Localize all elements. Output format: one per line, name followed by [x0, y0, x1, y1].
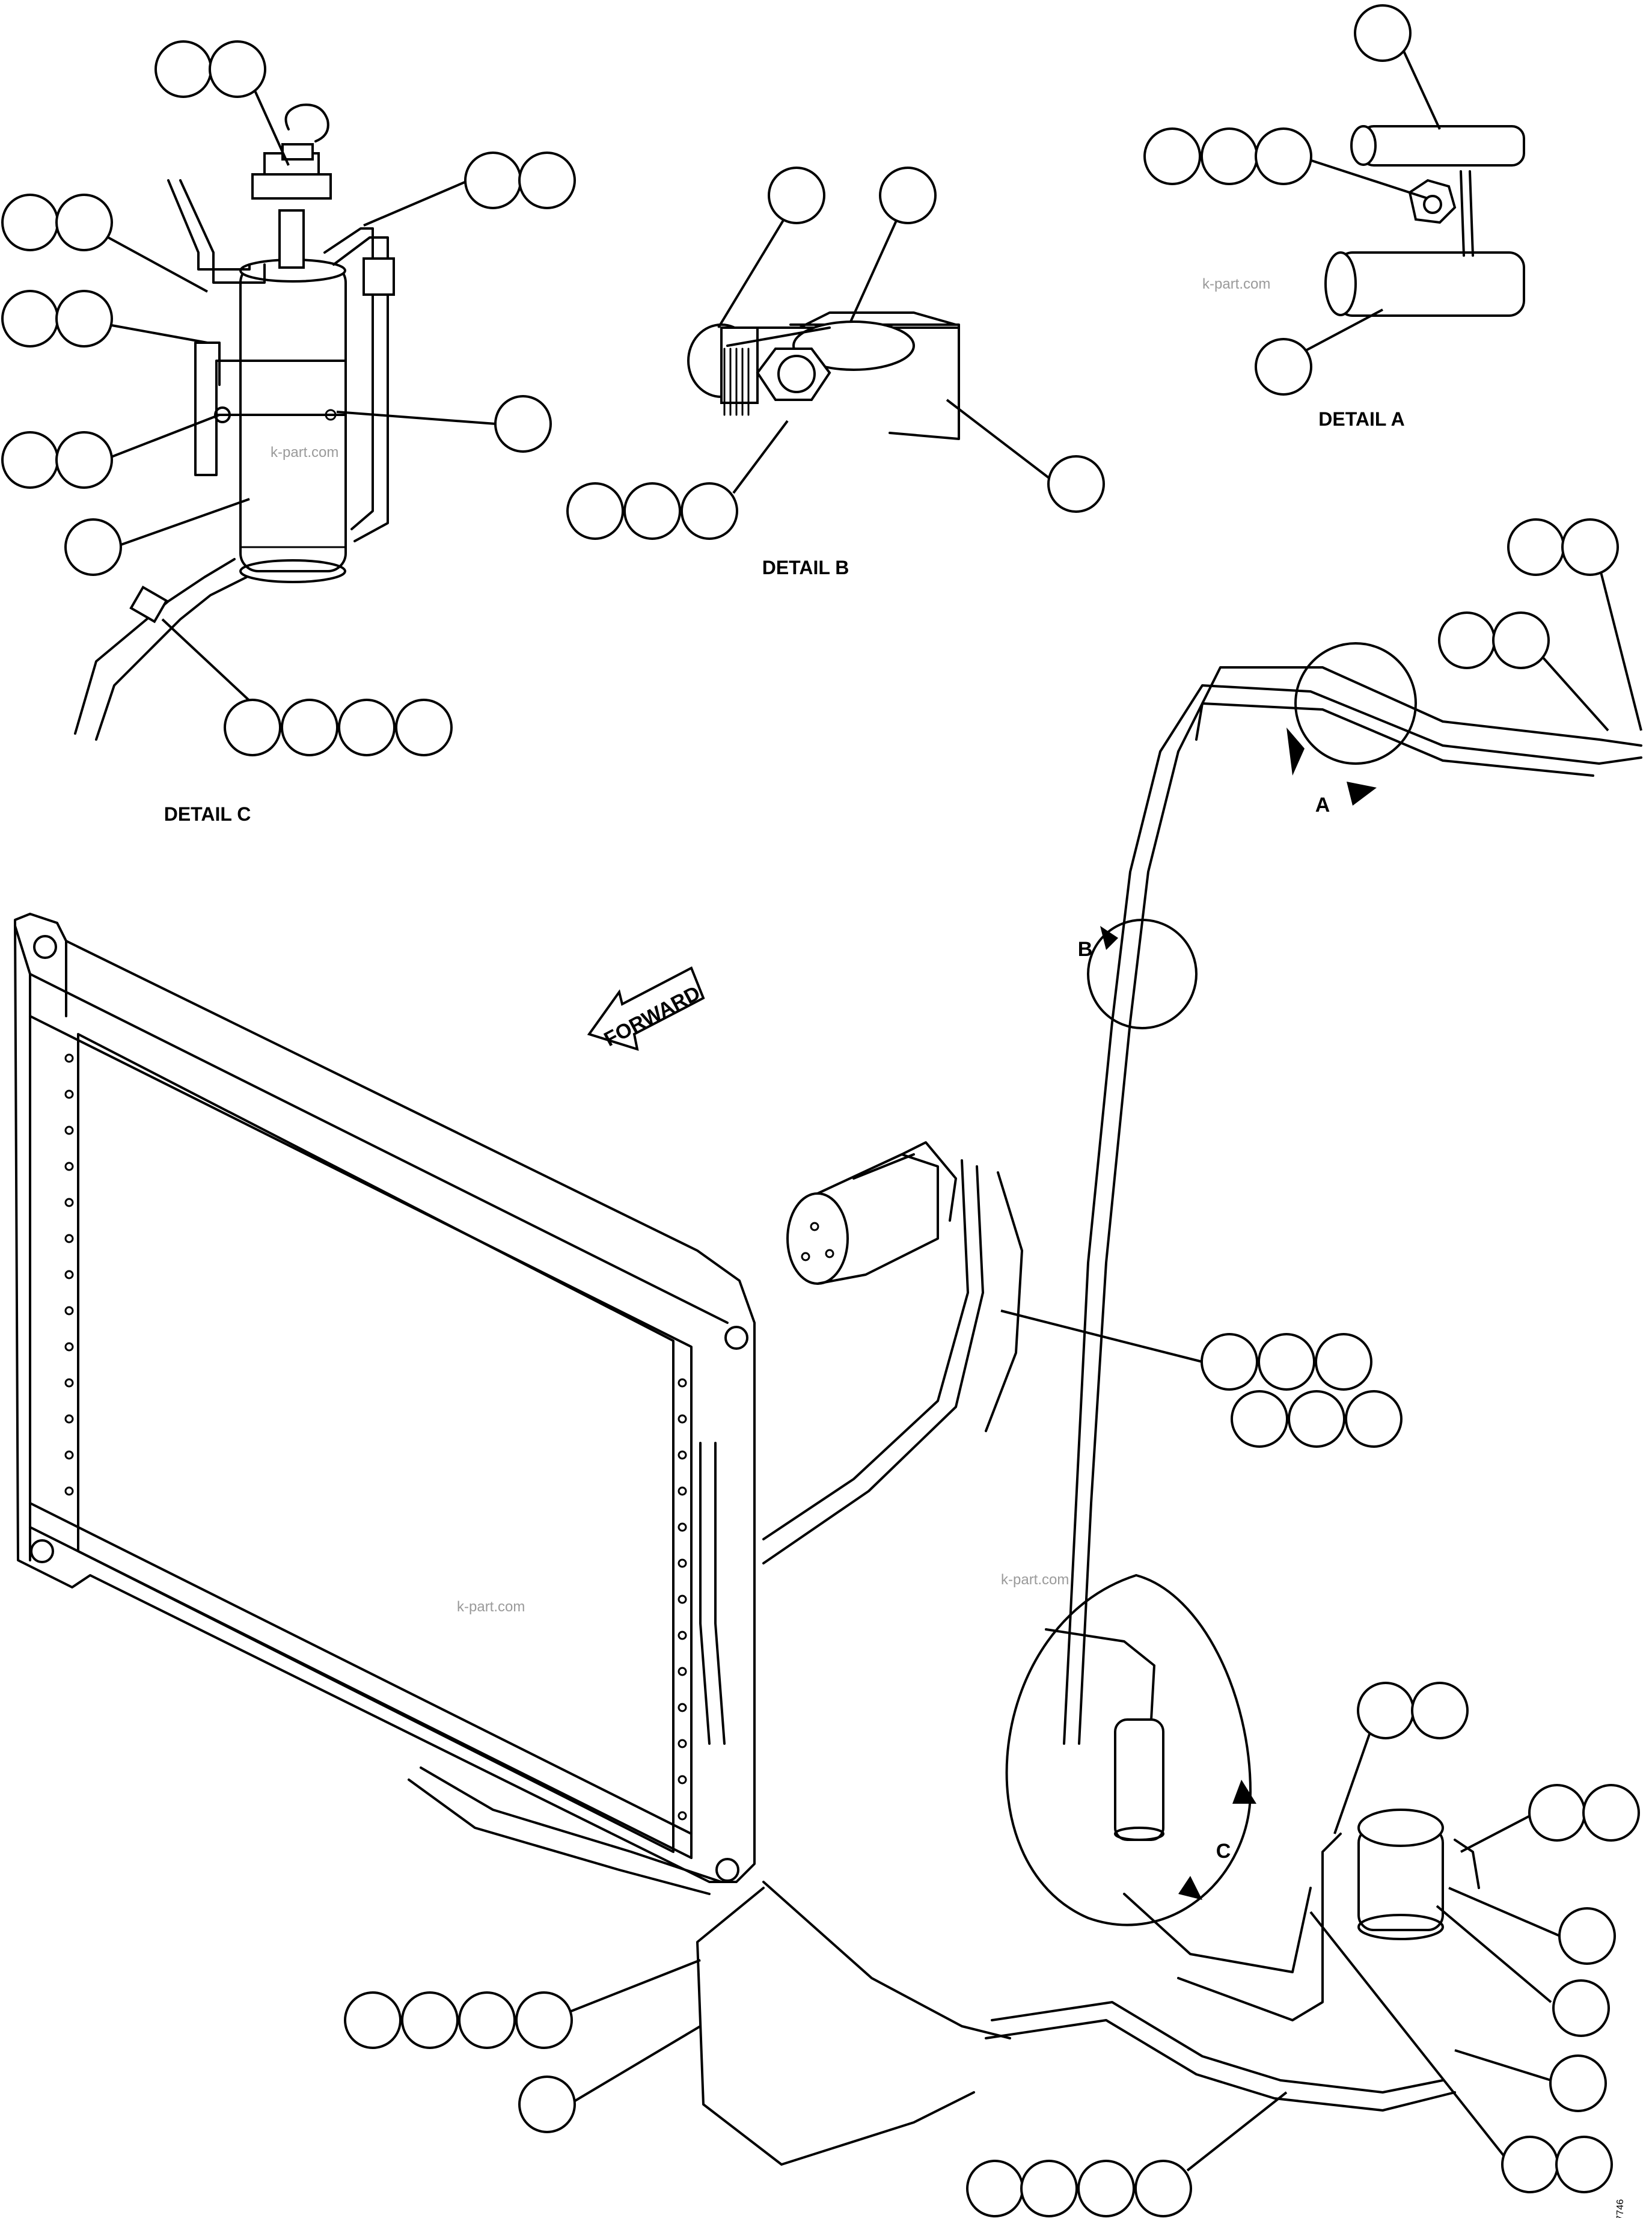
- drier-inset: [1045, 1628, 1164, 1841]
- callout-bubbles: [1, 4, 1640, 2217]
- callout-detail-c-right: [494, 395, 552, 453]
- forward-arrow: FORWARD: [587, 966, 705, 1051]
- callout-detail-c-left-2: [1, 290, 113, 348]
- callout-detail-a-top: [1354, 4, 1412, 62]
- callout-detail-b-right: [879, 167, 937, 224]
- callout-detail-c-left-4: [64, 518, 122, 576]
- callout-detail-c-right-top: [464, 152, 576, 209]
- condenser: [14, 913, 756, 1883]
- watermark-3: k-part.com: [1001, 1572, 1069, 1588]
- callout-main-drier-right: [1528, 1784, 1640, 1842]
- callout-detail-b-left: [768, 167, 825, 224]
- receiver-drier: [1321, 1809, 1480, 1940]
- view-a-label: A: [1315, 794, 1330, 816]
- callout-detail-b-bottom: [566, 482, 738, 540]
- callout-main-upper-right-1: [1507, 518, 1619, 576]
- watermark-4: k-part.com: [457, 1599, 525, 1615]
- callout-main-drier-r3: [1549, 2054, 1607, 2112]
- detail-c-label: DETAIL C: [164, 803, 251, 825]
- drawing-number: 87746: [1615, 2199, 1626, 2218]
- detail-a-drawing: [1324, 125, 1525, 317]
- callout-main-drier-bottom: [1501, 2136, 1613, 2193]
- callout-main-drier-r2: [1552, 1979, 1610, 2037]
- callout-main-bottom-left-2: [518, 2076, 576, 2133]
- callout-detail-a-left: [1143, 127, 1312, 185]
- callout-main-compressor: [1201, 1333, 1403, 1448]
- view-c-label: C: [1216, 1840, 1231, 1863]
- callout-main-drier-r1: [1558, 1907, 1616, 1965]
- callout-detail-c-left-1: [1, 194, 113, 251]
- callout-main-drier-top: [1357, 1682, 1469, 1739]
- callout-detail-c-left-3: [1, 431, 113, 489]
- callout-detail-a-bottom: [1255, 338, 1312, 396]
- detail-a-label: DETAIL A: [1318, 408, 1404, 430]
- detail-b-label: DETAIL B: [762, 557, 849, 578]
- watermark-1: k-part.com: [1202, 276, 1270, 292]
- callout-detail-b-bottom-right: [1047, 455, 1105, 513]
- callout-main-bottom-center: [966, 2160, 1192, 2217]
- view-b-label: B: [1078, 938, 1093, 961]
- detail-c-drawing: [74, 103, 395, 741]
- callout-main-bottom-left-1: [344, 1991, 573, 2049]
- watermark-2: k-part.com: [271, 444, 338, 461]
- callout-main-upper-right-2: [1438, 611, 1550, 669]
- detail-b-drawing: [687, 311, 960, 440]
- view-circles: A B C: [1005, 642, 1417, 1926]
- callout-detail-c-top: [154, 40, 266, 98]
- hoses: [408, 666, 1642, 2166]
- compressor: [786, 1141, 957, 1285]
- callout-detail-c-bottom: [224, 699, 453, 756]
